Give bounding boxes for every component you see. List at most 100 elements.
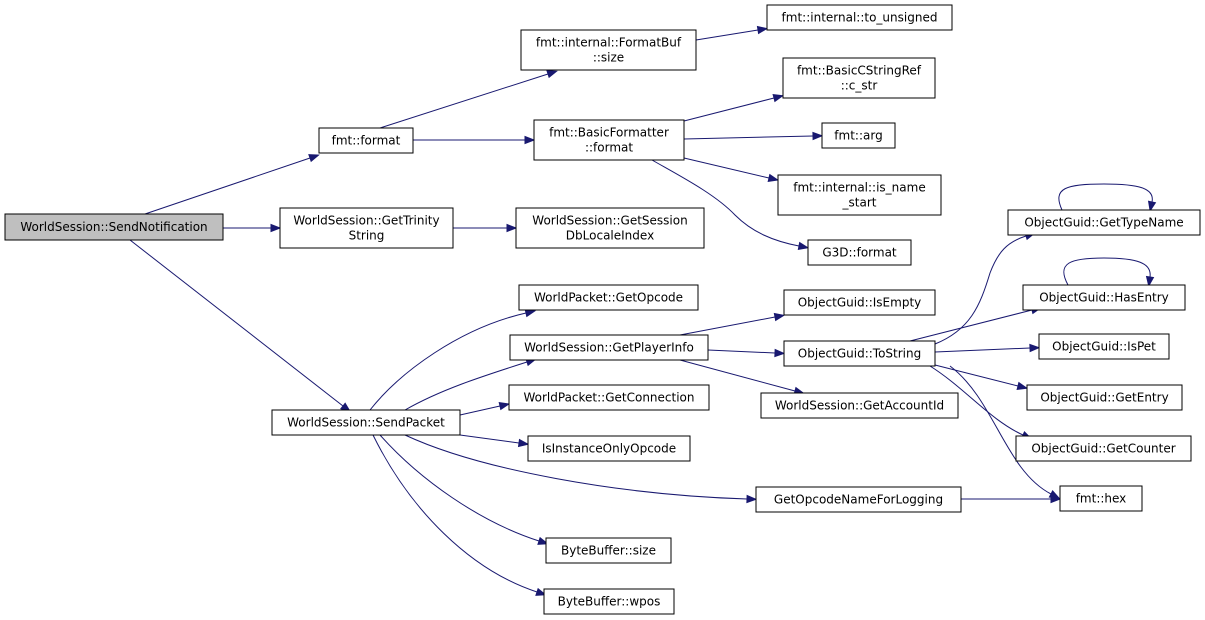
node-box[interactable] (509, 334, 709, 361)
node-to-unsigned[interactable]: fmt::internal::to_unsigned (766, 4, 953, 31)
node-box[interactable] (508, 384, 710, 411)
arrowhead-icon (524, 135, 536, 145)
node-box[interactable] (777, 174, 942, 216)
edge-line (379, 73, 549, 129)
edge-line (1058, 183, 1153, 211)
node-box[interactable] (1038, 333, 1170, 360)
node-fmt-arg[interactable]: fmt::arg (821, 122, 896, 149)
node-box[interactable] (1007, 209, 1201, 236)
node-box[interactable] (1059, 485, 1143, 512)
node-label: ObjectGuid::IsEmpty (798, 296, 922, 310)
node-fmt-hex[interactable]: fmt::hex (1059, 485, 1143, 512)
node-cstringref-c-str[interactable]: fmt::BasicCStringRef::c_str (782, 57, 936, 99)
node-label: WorldSession::SendNotification (20, 220, 207, 234)
edge-ws_send_packet-to-bytebuffer_wpos (372, 434, 547, 596)
node-box[interactable] (755, 486, 962, 513)
node-is-instance-only-opcode[interactable]: IsInstanceOnlyOpcode (527, 435, 691, 462)
node-ws-send-notification[interactable]: WorldSession::SendNotification (4, 213, 224, 241)
node-box[interactable] (545, 537, 672, 564)
node-box[interactable] (821, 122, 896, 149)
node-box[interactable] (1026, 384, 1183, 411)
node-label: G3D::format (822, 246, 897, 260)
edge-line (683, 135, 814, 140)
node-ws-send-packet[interactable]: WorldSession::SendPacket (271, 409, 461, 436)
node-og-get-counter[interactable]: ObjectGuid::GetCounter (1015, 435, 1192, 462)
node-ws-get-account-id[interactable]: WorldSession::GetAccountId (760, 392, 959, 419)
node-label: ObjectGuid::HasEntry (1039, 291, 1169, 305)
node-box[interactable] (782, 57, 936, 99)
edge-line (404, 434, 748, 500)
node-label: ByteBuffer::wpos (558, 595, 661, 609)
node-og-get-type-name[interactable]: ObjectGuid::GetTypeName (1007, 209, 1201, 236)
arrowhead-icon (535, 587, 547, 596)
node-label: fmt::internal::is_name (793, 181, 925, 195)
node-og-has-entry[interactable]: ObjectGuid::HasEntry (1022, 284, 1186, 311)
edge-og_get_type_name-to-og_get_type_name (1058, 183, 1157, 213)
arrowhead-icon (308, 154, 320, 163)
edge-ws_get_player_info-to-og_is_empty (679, 312, 786, 336)
arrowhead-icon (773, 312, 786, 322)
node-box[interactable] (518, 284, 699, 311)
edge-ws_send_packet-to-get_opcode_name_for_logging (404, 434, 758, 504)
arrowhead-icon (812, 131, 824, 141)
node-g3d-format[interactable]: G3D::format (807, 239, 912, 266)
node-box[interactable] (1022, 284, 1186, 311)
node-bytebuffer-wpos[interactable]: ByteBuffer::wpos (543, 588, 675, 615)
node-box[interactable] (760, 392, 959, 419)
arrowhead-icon (498, 401, 511, 411)
node-box[interactable] (527, 435, 691, 462)
node-label: WorldSession::GetSession (532, 214, 687, 228)
edge-ws_send_packet-to-bytebuffer_size (379, 434, 549, 545)
node-box[interactable] (1015, 435, 1192, 462)
edge-fmt_format-to-basicformatter_format (413, 135, 536, 145)
edge-line (934, 347, 1031, 353)
node-box[interactable] (783, 340, 936, 367)
node-og-is-pet[interactable]: ObjectGuid::IsPet (1038, 333, 1170, 360)
node-basicformatter-format[interactable]: fmt::BasicFormatter::format (533, 119, 685, 161)
arrowhead-icon (537, 536, 549, 545)
node-bytebuffer-size[interactable]: ByteBuffer::size (545, 537, 672, 564)
edge-line (459, 405, 501, 416)
node-wp-get-connection[interactable]: WorldPacket::GetConnection (508, 384, 710, 411)
node-box[interactable] (783, 289, 936, 316)
edge-line (934, 235, 1027, 345)
node-og-get-entry[interactable]: ObjectGuid::GetEntry (1026, 384, 1183, 411)
arrowhead-icon (546, 70, 558, 79)
node-label: DbLocaleIndex (566, 229, 654, 243)
arrowhead-icon (524, 308, 537, 318)
node-box[interactable] (543, 588, 675, 615)
node-box[interactable] (520, 29, 697, 71)
node-box[interactable] (533, 119, 685, 161)
edge-ws_send_packet-to-is_instance_only_opcode (459, 434, 530, 448)
node-get-opcode-name-for-logging[interactable]: GetOpcodeNameForLogging (755, 486, 962, 513)
edge-ws_send_notification-to-ws_send_packet (129, 239, 352, 413)
node-fmt-format[interactable]: fmt::format (318, 127, 414, 154)
node-label: fmt::BasicFormatter (549, 126, 669, 140)
node-label: String (349, 229, 385, 243)
node-box[interactable] (318, 127, 414, 154)
node-box[interactable] (4, 213, 224, 241)
node-formatbuf-size[interactable]: fmt::internal::FormatBuf::size (520, 29, 697, 71)
node-box[interactable] (515, 207, 705, 249)
node-box[interactable] (766, 4, 953, 31)
node-ws-get-player-info[interactable]: WorldSession::GetPlayerInfo (509, 334, 709, 361)
node-box[interactable] (807, 239, 912, 266)
edge-line (683, 97, 775, 122)
nodes-layer: WorldSession::SendNotification fmt::forma… (4, 4, 1201, 615)
node-og-to-string[interactable]: ObjectGuid::ToString (783, 340, 936, 367)
node-is-name-start[interactable]: fmt::internal::is_name_start (777, 174, 942, 216)
node-label: WorldSession::SendPacket (287, 416, 445, 430)
node-box[interactable] (279, 207, 454, 249)
arrowhead-icon (270, 223, 282, 233)
edge-line (683, 157, 770, 179)
edge-line (459, 434, 520, 444)
node-label: ByteBuffer::size (561, 544, 656, 558)
edge-fmt_format-to-formatbuf_size (379, 70, 558, 129)
node-label: ObjectGuid::GetCounter (1031, 442, 1175, 456)
node-box[interactable] (271, 409, 461, 436)
node-og-is-empty[interactable]: ObjectGuid::IsEmpty (783, 289, 936, 316)
node-wp-get-opcode[interactable]: WorldPacket::GetOpcode (518, 284, 699, 311)
arrowhead-icon (1029, 343, 1041, 353)
